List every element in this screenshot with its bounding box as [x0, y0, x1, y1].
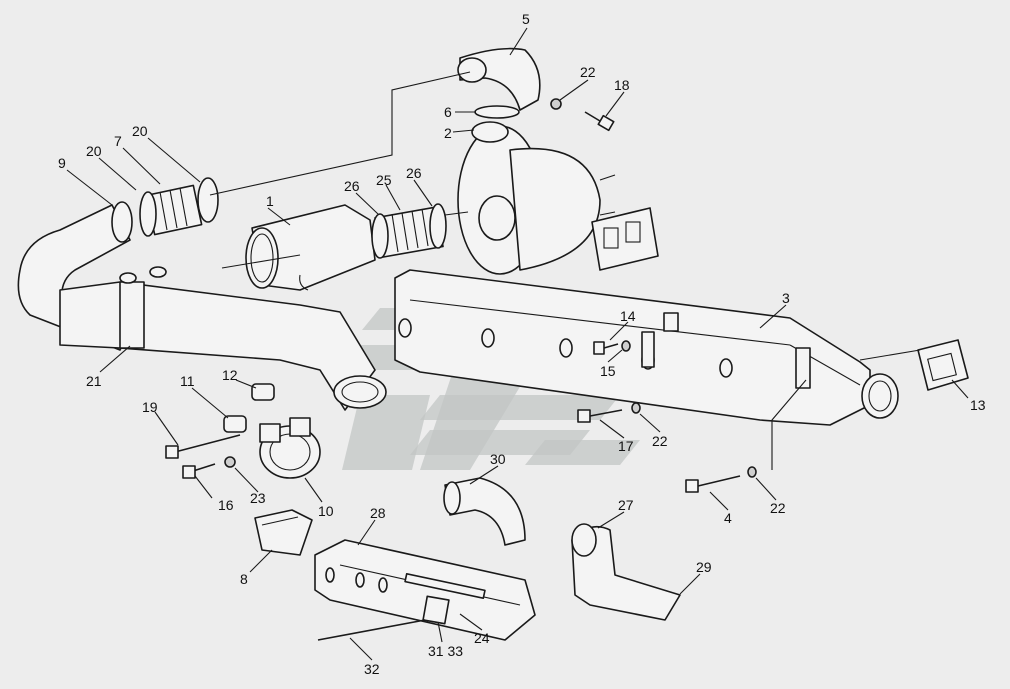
bolts-left	[165, 434, 241, 479]
callout-11: 11	[180, 373, 195, 389]
long-pipe-21	[59, 266, 387, 411]
bent-pipe-9	[17, 201, 133, 351]
callout-24: 24	[474, 630, 490, 646]
bellows-25	[371, 203, 447, 259]
manifold-bolts	[577, 340, 757, 493]
turbocharger	[457, 121, 659, 275]
bellows-7	[139, 177, 219, 237]
callout-21: 21	[86, 373, 102, 389]
rod-32	[317, 619, 426, 641]
callout-26-left: 26	[344, 178, 360, 194]
bolt-18-washer-22	[550, 98, 615, 132]
callout-8: 8	[240, 571, 248, 587]
spacers-11-12	[223, 383, 275, 433]
callout-2: 2	[444, 125, 452, 141]
bracket-8	[254, 509, 313, 556]
small-elbow-30	[443, 477, 526, 546]
callout-3: 3	[782, 290, 790, 306]
callout-25: 25	[376, 172, 392, 188]
reducer-pipe-1	[245, 204, 376, 291]
callout-30: 30	[490, 451, 506, 467]
callout-14: 14	[620, 308, 636, 324]
callout-31-33: 31 33	[428, 643, 463, 659]
callout-7: 7	[114, 133, 122, 149]
callout-22-middle: 22	[652, 433, 668, 449]
o-ring-6	[474, 105, 520, 119]
callout-6: 6	[444, 104, 452, 120]
callout-1: 1	[266, 193, 274, 209]
callout-23: 23	[250, 490, 266, 506]
leader-lines	[66, 27, 969, 661]
intake-manifold-28	[314, 539, 536, 641]
callout-10: 10	[318, 503, 334, 519]
callout-16: 16	[218, 497, 234, 513]
callout-32: 32	[364, 661, 380, 677]
callout-13: 13	[970, 397, 986, 413]
callout-28: 28	[370, 505, 386, 521]
callout-26-right: 26	[406, 165, 422, 181]
gasket-13	[917, 339, 969, 391]
callout-17: 17	[618, 438, 634, 454]
callout-20-right: 20	[132, 123, 148, 139]
callout-20-left: 20	[86, 143, 102, 159]
callout-12: 12	[222, 367, 238, 383]
callout-labels: 1 2 3 4 5 6 7 8 9 10 11 12 13 14 15 16 1…	[58, 11, 986, 677]
callout-4: 4	[724, 510, 732, 526]
callout-22-top: 22	[580, 64, 596, 80]
callout-27: 27	[618, 497, 634, 513]
elbow-pipe-5	[457, 47, 541, 111]
callout-15: 15	[600, 363, 616, 379]
exhaust-manifold	[394, 269, 899, 426]
callout-22-bottom: 22	[770, 500, 786, 516]
callout-18: 18	[614, 77, 630, 93]
callout-5: 5	[522, 11, 530, 27]
callout-9: 9	[58, 155, 66, 171]
clamp-ring-10	[259, 417, 321, 479]
callout-19: 19	[142, 399, 158, 415]
callout-29: 29	[696, 559, 712, 575]
outlet-27	[571, 523, 681, 621]
